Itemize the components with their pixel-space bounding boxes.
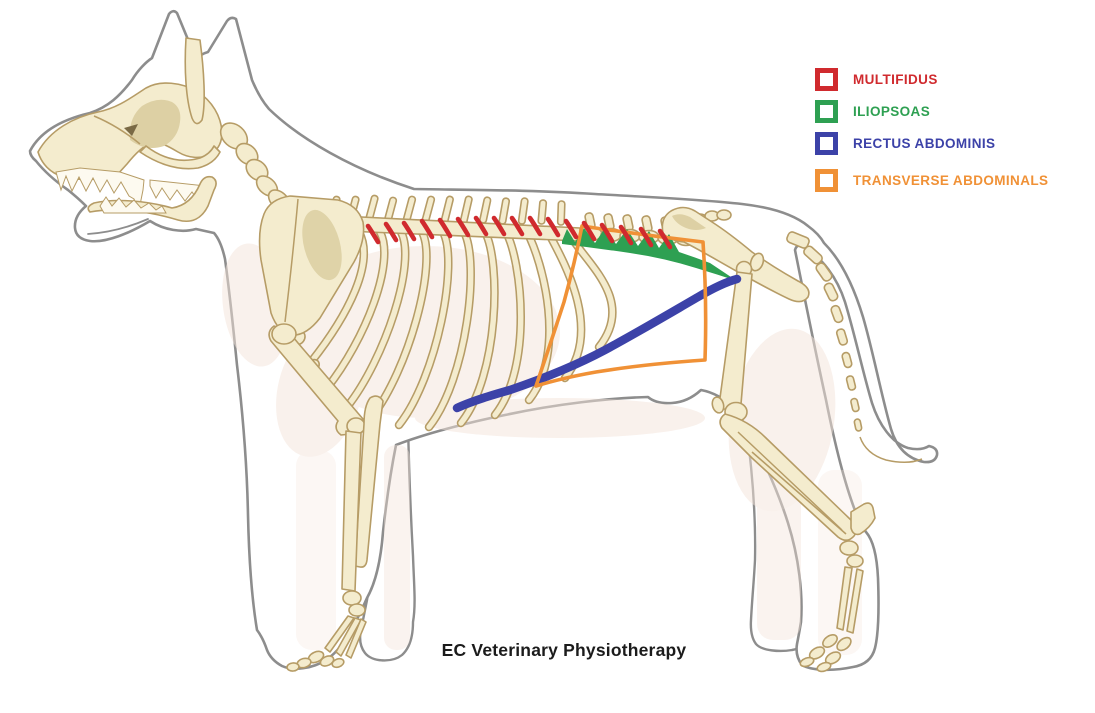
multifidus-mark — [527, 215, 543, 237]
legend-label: TRANSVERSE ABDOMINALS — [853, 173, 1049, 188]
skull — [37, 37, 223, 222]
legend-label: ILIOPSOAS — [853, 104, 931, 119]
multifidus-mark — [401, 220, 417, 242]
front-leg-bones — [258, 195, 384, 672]
multifidus-mark — [618, 224, 634, 246]
iliopsoas-annotation — [562, 228, 737, 281]
multifidus-mark — [581, 220, 597, 242]
legend-item-transverse-abdominals: TRANSVERSE ABDOMINALS — [815, 169, 1048, 192]
calcaneus — [850, 502, 876, 536]
multifidus-mark — [638, 226, 654, 248]
multifidus-annotation — [365, 215, 673, 250]
eye-mark — [124, 124, 138, 136]
multifidus-mark — [599, 222, 615, 244]
caption-title: EC Veterinary Physiotherapy — [441, 640, 687, 660]
skeleton — [37, 37, 923, 673]
multifidus-mark — [491, 215, 507, 237]
legend: MULTIFIDUS ILIOPSOAS RECTUS ABDOMINIS TR… — [815, 68, 1048, 201]
multifidus-mark — [419, 218, 435, 240]
multifidus-mark — [563, 218, 579, 240]
multifidus-mark — [455, 216, 471, 238]
tail-vertebrae — [786, 231, 923, 463]
legend-item-rectus-abdominis: RECTUS ABDOMINIS — [815, 132, 1048, 155]
legend-label: MULTIFIDUS — [853, 72, 938, 87]
multifidus-mark — [383, 221, 399, 243]
ear-cartilage — [184, 37, 205, 125]
iliopsoas-swatch-icon — [815, 100, 838, 123]
tibia — [719, 413, 858, 542]
legend-item-multifidus: MULTIFIDUS — [815, 68, 1048, 91]
multifidus-mark — [509, 215, 525, 237]
multifidus-mark — [657, 228, 673, 250]
multifidus-mark — [437, 217, 453, 239]
legend-label: RECTUS ABDOMINIS — [853, 136, 996, 151]
rear-leg-bones — [711, 271, 876, 673]
multifidus-swatch-icon — [815, 68, 838, 91]
rectus-abdominis-swatch-icon — [815, 132, 838, 155]
transverse-abdominals-swatch-icon — [815, 169, 838, 192]
multifidus-mark — [473, 215, 489, 237]
multifidus-mark — [545, 216, 561, 238]
transverse-abdominals-annotation — [534, 224, 708, 388]
tongue-line — [87, 218, 149, 235]
legend-item-iliopsoas: ILIOPSOAS — [815, 100, 1048, 123]
multifidus-mark — [365, 223, 381, 245]
ulna — [354, 395, 384, 568]
